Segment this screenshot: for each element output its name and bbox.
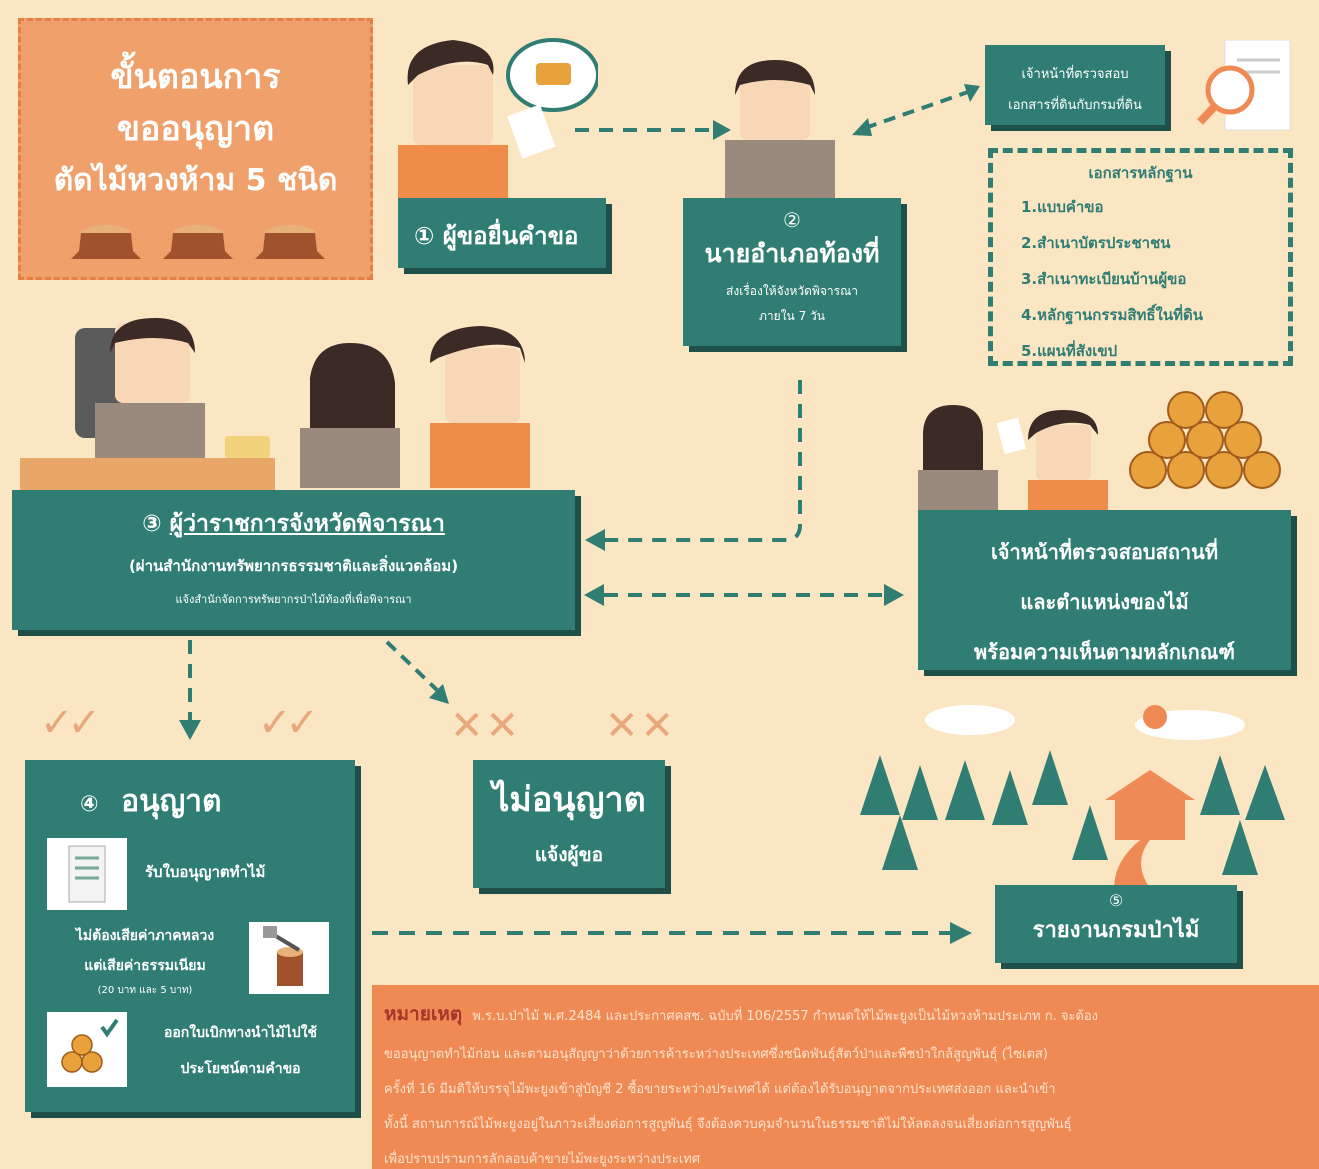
step2-number: ② bbox=[783, 208, 801, 232]
tree-stump-icon bbox=[163, 225, 233, 259]
deny-sub: แจ้งผู้ขอ bbox=[534, 844, 604, 866]
title-line-1: ขั้นตอนการ bbox=[110, 57, 281, 97]
evidence-item: 3.สำเนาทะเบียนบ้านผู้ขอ bbox=[1021, 270, 1187, 288]
note-box: หมายเหตุ พ.ร.บ.ป่าไม้ พ.ศ.2484 และประกาศ… bbox=[372, 985, 1319, 1169]
site-check-line1: เจ้าหน้าที่ตรวจสอบสถานที่ bbox=[990, 540, 1219, 564]
step5-label: รายงานกรมป่าไม้ bbox=[1032, 918, 1200, 943]
district-officer-icon bbox=[725, 60, 835, 200]
step3-number: ③ bbox=[142, 511, 162, 537]
step4-item3a: ออกใบเบิกทางนำไม้ไปใช้ bbox=[163, 1025, 318, 1041]
arrow-step3-to-step4 bbox=[179, 640, 201, 740]
evidence-item: 2.สำเนาบัตรประชาชน bbox=[1021, 234, 1171, 252]
step5-box: ⑤ รายงานกรมป่าไม้ bbox=[995, 885, 1237, 963]
step4-item3b: ประโยชน์ตามคำขอ bbox=[180, 1061, 301, 1077]
title-line-2: ขออนุญาต bbox=[116, 109, 275, 149]
applicant-figure-icon bbox=[398, 38, 598, 200]
evidence-item: 4.หลักฐานกรรมสิทธิ์ในที่ดิน bbox=[1021, 306, 1203, 324]
timber-transport-icon bbox=[47, 1012, 127, 1087]
note-line: เพื่อปราบปรามการลักลอบค้าขายไม้พะยูงระหว… bbox=[384, 1152, 701, 1167]
note-line: ทั้งนี้ สถานการณ์ไม้พะยูงอยู่ในภาวะเสี่ย… bbox=[384, 1117, 1072, 1132]
step4-item2b: แต่เสียค่าธรรมเนียม bbox=[84, 958, 206, 974]
step4-number: ④ bbox=[80, 792, 99, 817]
step1-box: ① ผู้ขอยื่นคำขอ bbox=[398, 198, 606, 268]
evidence-docs-box: เอกสารหลักฐาน 1.แบบคำขอ 2.สำเนาบัตรประชา… bbox=[988, 148, 1293, 366]
step4-item2a: ไม่ต้องเสียค่าภาคหลวง bbox=[75, 928, 215, 944]
tree-stump-icon bbox=[71, 225, 141, 259]
title-box: ขั้นตอนการ ขออนุญาต ตัดไม้หวงห้าม 5 ชนิด bbox=[18, 18, 373, 280]
officer-docs-line1: เจ้าหน้าที่ตรวจสอบ bbox=[1021, 67, 1129, 82]
tree-stump-icon bbox=[255, 225, 325, 259]
site-check-box: เจ้าหน้าที่ตรวจสอบสถานที่ และตำแหน่งของไ… bbox=[918, 510, 1291, 670]
evidence-item: 1.แบบคำขอ bbox=[1021, 198, 1104, 216]
note-line: ขออนุญาตทำไม้ก่อน และตามอนุสัญญาว่าด้วยก… bbox=[384, 1047, 1048, 1062]
evidence-item: 5.แผนที่สังเขป bbox=[1021, 342, 1118, 360]
officer-docs-line2: เอกสารที่ดินกับกรมที่ดิน bbox=[1008, 98, 1142, 113]
site-inspection-icon bbox=[918, 391, 1281, 510]
step5-number: ⑤ bbox=[1108, 891, 1124, 910]
forest-scene-icon bbox=[860, 705, 1285, 895]
deny-label: ไม่อนุญาต bbox=[492, 780, 646, 820]
checkmark-icon: ✓✓ bbox=[40, 700, 101, 746]
arrow-step4-to-step5 bbox=[372, 922, 972, 944]
axe-stump-icon bbox=[249, 922, 329, 994]
evidence-title: เอกสารหลักฐาน bbox=[1088, 164, 1193, 182]
title-line-3: ตัดไม้หวงห้าม 5 ชนิด bbox=[53, 163, 338, 198]
arrow-step3-site-check bbox=[584, 584, 904, 606]
step3-sub1: (ผ่านสำนักงานทรัพยากรธรรมชาติและสิ่งแวดล… bbox=[128, 557, 459, 575]
step3-box: ③ ผู้ว่าราชการจังหวัดพิจารณา (ผ่านสำนักง… bbox=[12, 490, 575, 630]
cross-icon: ✕✕ bbox=[450, 703, 522, 749]
note-line: ครั้งที่ 16 มีมติให้บรรจุไม้พะยูงเข้าสู่… bbox=[384, 1082, 1056, 1097]
step2-box: ② นายอำเภอท้องที่ ส่งเรื่องให้จังหวัดพิจ… bbox=[683, 198, 901, 346]
step4-box: ④ อนุญาต รับใบอนุญาตทำไม้ ไม่ต้องเสียค่า… bbox=[25, 760, 355, 1112]
step2-sub2: ภายใน 7 วัน bbox=[759, 309, 825, 323]
site-check-line3: พร้อมความเห็นตามหลักเกณฑ์ bbox=[974, 640, 1235, 664]
step3-sub2: แจ้งสำนักจัดการทรัพยากรป่าไม้ท้องที่เพื่… bbox=[175, 593, 412, 606]
step2-sub1: ส่งเรื่องให้จังหวัดพิจารณา bbox=[726, 284, 858, 298]
note-heading: หมายเหตุ bbox=[384, 1003, 463, 1025]
arrow-step2-to-step3 bbox=[585, 380, 802, 551]
step4-item1: รับใบอนุญาตทำไม้ bbox=[145, 863, 266, 881]
officer-docs-box: เจ้าหน้าที่ตรวจสอบ เอกสารที่ดินกับกรมที่… bbox=[985, 45, 1165, 125]
cross-icon: ✕✕ bbox=[605, 703, 677, 749]
license-document-icon bbox=[47, 838, 127, 910]
note-line: พ.ร.บ.ป่าไม้ พ.ศ.2484 และประกาศคสช. ฉบับ… bbox=[472, 1009, 1099, 1024]
step1-number: ① bbox=[414, 222, 435, 250]
arrow-step3-to-deny bbox=[385, 640, 449, 704]
step1-label: ผู้ขอยื่นคำขอ bbox=[442, 222, 579, 250]
step4-label: อนุญาต bbox=[121, 784, 222, 819]
checkmark-icon: ✓✓ bbox=[258, 700, 319, 746]
step4-item2c: (20 บาท และ 5 บาท) bbox=[97, 985, 193, 996]
site-check-line2: และตำแหน่งของไม้ bbox=[1020, 590, 1189, 614]
deny-box: ไม่อนุญาต แจ้งผู้ขอ bbox=[473, 760, 665, 888]
arrow-step1-to-step2 bbox=[575, 120, 731, 140]
governor-meeting-icon bbox=[20, 318, 530, 493]
step2-label: นายอำเภอท้องที่ bbox=[704, 239, 880, 268]
magnifier-document-icon bbox=[1197, 40, 1291, 131]
arrow-step2-officer-docs bbox=[852, 84, 980, 136]
step3-label: ผู้ว่าราชการจังหวัดพิจารณา bbox=[169, 511, 445, 537]
